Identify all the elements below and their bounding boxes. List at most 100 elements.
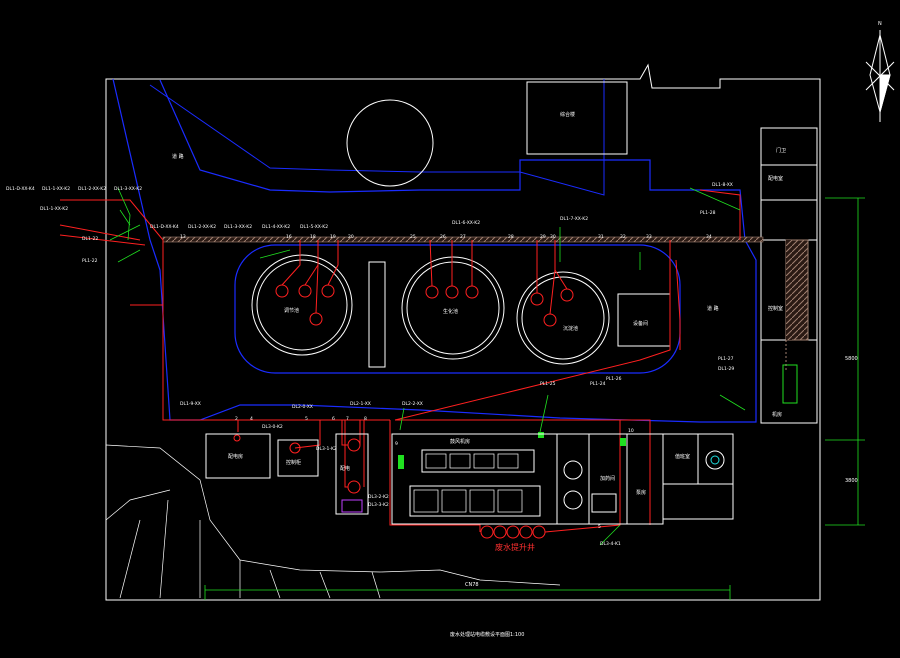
cable-label: DL1-9-XX [180, 401, 201, 407]
cable-label: 32 [620, 234, 626, 240]
cable-label: DL1-5-XX-K2 [300, 224, 328, 230]
small-box-b [335, 433, 369, 515]
tank-left-inner [256, 259, 348, 351]
label-bottom-left-box: 配电房 [228, 453, 243, 460]
cable-label: 10 [628, 428, 634, 434]
title-caption: 废水处理站电缆敷设平面图 [450, 631, 510, 638]
cable-label: DL1-4-XX-K2 [262, 224, 290, 230]
tank-mid-inner [406, 261, 500, 355]
cable-label: DL3-4-K1 [600, 541, 621, 547]
process-room-a-vessel [563, 460, 583, 480]
well-circle [705, 450, 725, 470]
cable-label: DL1-22 [82, 236, 98, 242]
cable-label: 26 [440, 234, 446, 240]
cable-label: DL1-D-XX-K4 [6, 186, 35, 192]
right-building [760, 127, 818, 424]
label-right-lower: 控制室 [768, 305, 783, 312]
cable-label: DL3-0-K2 [262, 424, 283, 430]
cable-label: DL1-3-XX-K2 [224, 224, 252, 230]
cable-label: DL1-2-XX-K2 [188, 224, 216, 230]
cable-label: DL3-2-K2 [368, 494, 389, 500]
cable-label: DL1-8-XX [712, 182, 733, 188]
bottom-left-box [205, 433, 271, 479]
road-edge-top [149, 79, 605, 196]
cable-label: DL2-0-XX [292, 404, 313, 410]
cable-label: 33 [646, 234, 652, 240]
cable-label: 16 [286, 234, 292, 240]
cable-label: DL1-29 [718, 366, 734, 372]
cable-label: DL1-2-XX-K2 [78, 186, 106, 192]
callout-leaders [109, 187, 746, 546]
cable-label: 4 [250, 416, 253, 422]
cable-label: PL1-25 [540, 381, 556, 387]
label-right-room: 配电室 [768, 175, 783, 182]
label-pump-building: 鼓风机房 [450, 438, 470, 445]
motor-box [782, 364, 798, 404]
label-room-c: 值班室 [675, 453, 690, 460]
cable-label: 19 [330, 234, 336, 240]
green-markers [398, 432, 626, 469]
slope-lines [105, 444, 561, 599]
dimension-lines [204, 197, 865, 600]
cable-label: PL1-26 [606, 376, 622, 382]
label-small-box-a: 控制柜 [286, 459, 301, 466]
cable-label: PL1-28 [700, 210, 716, 216]
dim-bottom: CN78 [465, 582, 479, 588]
cable-label: 8 [364, 416, 367, 422]
blower-units [413, 453, 523, 513]
north-label: N [878, 21, 882, 27]
cable-label: 13 [180, 234, 186, 240]
blower-row-2 [409, 485, 541, 517]
cable-label: PL1-24 [590, 381, 606, 387]
cable-label: 5 [305, 416, 308, 422]
label-road-left: 道 路 [172, 153, 184, 160]
junction-column [368, 261, 386, 368]
label-gate: 门卫 [776, 147, 786, 154]
label-bottom-well: 废水提升井 [495, 542, 535, 552]
blower-row-1 [421, 449, 535, 473]
label-tank-left: 调节池 [284, 307, 299, 314]
cable-label: DL3-1-K2 [316, 446, 337, 452]
label-right-bottom: 机房 [772, 411, 782, 418]
label-small-box-b: 配电 [340, 465, 350, 472]
tank-right-inner [521, 276, 605, 360]
tank-right [516, 271, 610, 365]
cable-label: 31 [598, 234, 604, 240]
tank-left [251, 254, 353, 356]
cable-label: DL1-1-XX-K2 [40, 206, 68, 212]
cable-label: 29 [540, 234, 546, 240]
cable-label: 7 [346, 416, 349, 422]
process-room-a-vessel-2 [563, 490, 583, 510]
compass-icon [865, 30, 895, 122]
cable-label: 9 [395, 441, 398, 447]
label-top-building: 综合楼 [560, 111, 575, 118]
small-box-a [277, 439, 319, 477]
cable-label: DL1-7-XX-K2 [560, 216, 588, 222]
top-right-building [526, 81, 628, 155]
cable-label: 28 [508, 234, 514, 240]
cable-label: DL1-1-XX-K2 [42, 186, 70, 192]
label-tank-right: 沉淀池 [563, 325, 578, 332]
cable-label: DL1-6-XX-K2 [452, 220, 480, 226]
label-room-b: 泵房 [636, 489, 646, 496]
site-boundary [105, 63, 821, 601]
cable-label: DL2-1-XX [350, 401, 371, 407]
cable-label: PL1-22 [82, 258, 98, 264]
cable-label: 27 [460, 234, 466, 240]
cable-label: 2 [235, 416, 238, 422]
round-tank-top [346, 99, 434, 187]
small-box-purple [341, 499, 363, 513]
cable-label: DL3-3-K2 [368, 502, 389, 508]
cable-label: 6 [332, 416, 335, 422]
cable-routes [59, 189, 741, 533]
cable-trench-right [786, 240, 792, 340]
cable-label: 30 [550, 234, 556, 240]
